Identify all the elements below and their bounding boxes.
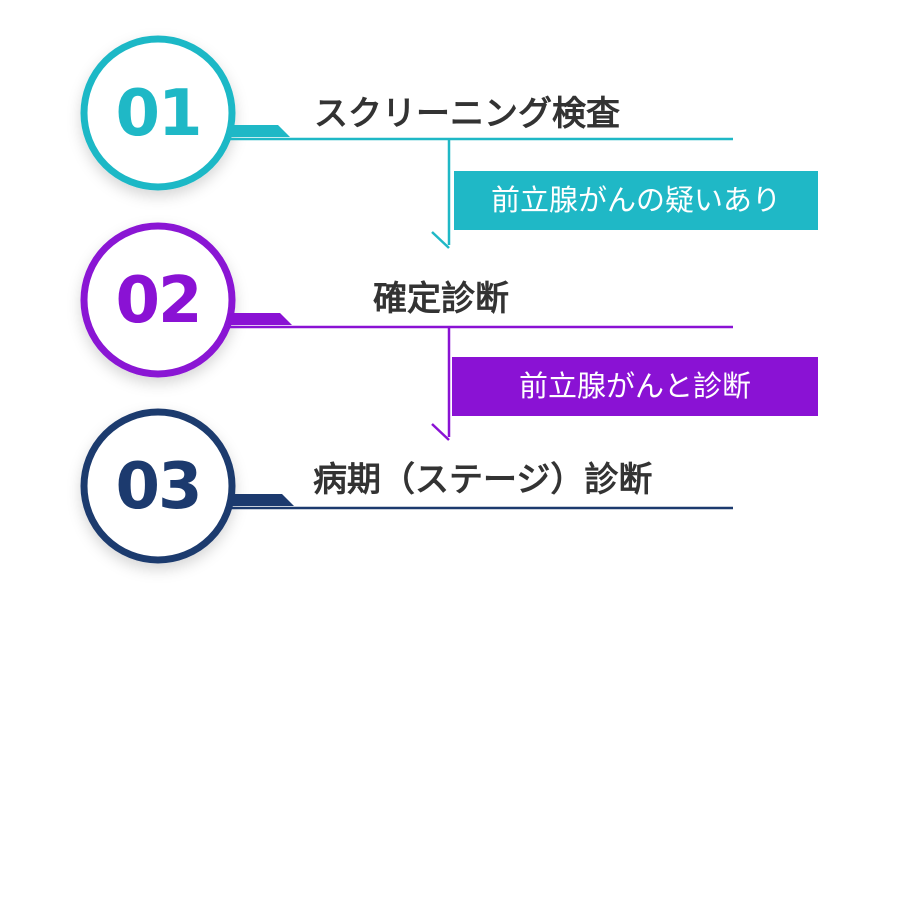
- transition-1-box: 前立腺がんの疑いあり: [454, 171, 818, 230]
- step-01-title: スクリーニング検査: [314, 94, 620, 134]
- step-02-title: 確定診断: [373, 279, 509, 319]
- step-03-ring: [80, 408, 236, 564]
- step-02-connector-tab: [228, 313, 292, 325]
- step-02-arrowhead: [431, 423, 450, 441]
- step-01-number: 01: [115, 77, 202, 151]
- step-01-graphics: [80, 35, 733, 249]
- step-01-ring: [80, 35, 236, 191]
- step-01-arrowhead: [431, 231, 450, 249]
- transition-1-label: 前立腺がんの疑いあり: [490, 183, 781, 217]
- step-03-title: 病期（ステージ）診断: [313, 460, 653, 500]
- transition-2-box: 前立腺がんと診断: [452, 357, 818, 416]
- step-03-connector-tab: [228, 494, 294, 506]
- step-03-number: 03: [115, 450, 202, 524]
- step-02-ring: [80, 222, 236, 378]
- step-01-connector-tab: [228, 125, 290, 137]
- step-02-number: 02: [115, 264, 202, 338]
- step-02-graphics: [80, 222, 733, 441]
- step-03-graphics: [80, 408, 733, 564]
- transition-2-label: 前立腺がんと診断: [518, 369, 751, 403]
